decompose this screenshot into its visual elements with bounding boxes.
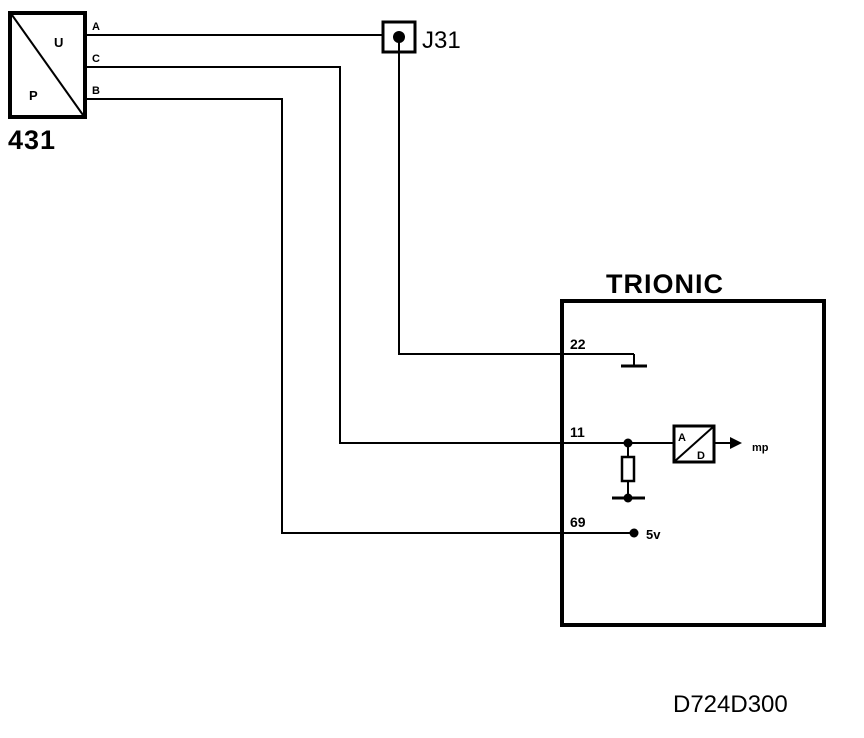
wire-b-to-pin-69 (85, 98, 634, 534)
drawing-id-label: D724D300 (673, 691, 788, 718)
sensor-box (8, 11, 87, 119)
adc-label-d: D (697, 450, 705, 462)
sensor-pin-a-label: A (92, 21, 100, 33)
adc-output-label: mp (752, 442, 769, 454)
ecu-pin-69-label: 69 (570, 514, 586, 530)
ecu-name-label: TRIONIC (606, 269, 724, 299)
connector-id-label: J31 (422, 27, 461, 54)
resistor-body (620, 455, 636, 483)
sensor-symbol-p: P (29, 88, 38, 103)
sensor-symbol-u: U (54, 35, 63, 50)
connector-j31: J31 (381, 20, 461, 54)
supply-voltage-label: 5v (646, 527, 661, 542)
ecu-box (560, 299, 826, 627)
adc-diagonal (674, 426, 714, 462)
adc-label-a: A (678, 432, 686, 444)
adc-converter: A D (672, 424, 716, 464)
adc-output-arrow (730, 437, 742, 449)
supply-node-69 (629, 528, 639, 538)
ecu-trionic: TRIONIC 22 11 A D mp 69 5v (560, 269, 826, 627)
sensor-pin-c-label: C (92, 53, 100, 65)
wire-c-to-pin-11 (85, 66, 628, 444)
ecu-pin-11-label: 11 (570, 424, 585, 440)
ecu-pin-22-label: 22 (570, 336, 586, 352)
sensor-id-label: 431 (8, 125, 56, 155)
sensor-431: U P A C B 431 (8, 11, 100, 155)
sensor-pin-b-label: B (92, 85, 100, 97)
wire-j31-to-pin-22 (398, 37, 634, 355)
sensor-diagonal (11, 14, 84, 116)
